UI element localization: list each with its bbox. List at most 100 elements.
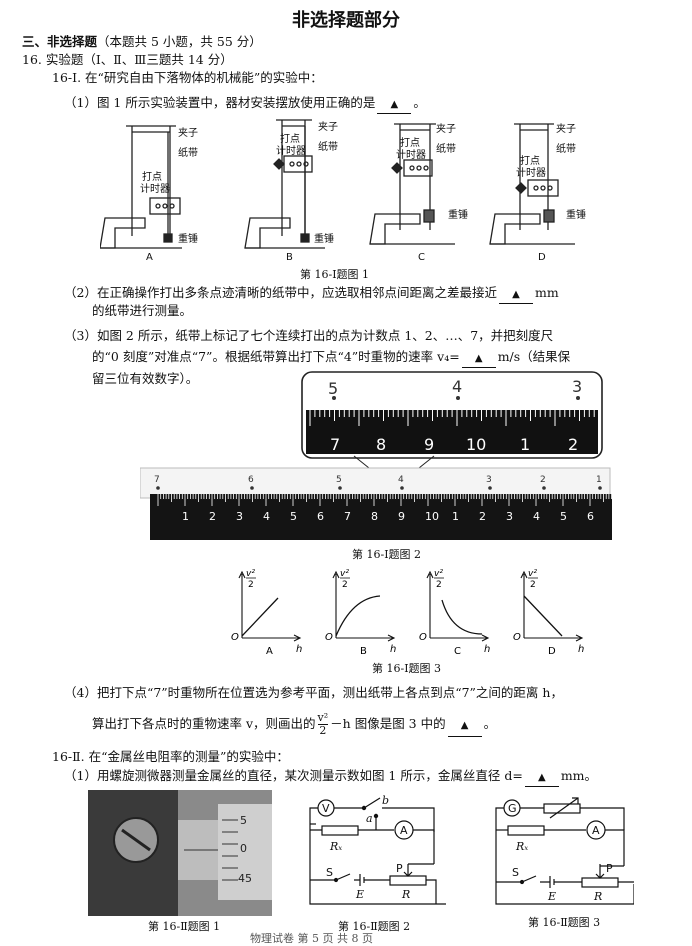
label-tape-d: 纸带 [556, 142, 576, 155]
part4-line1: （4）把打下点“7”时重物所在位置选为参考平面，测出纸带上各点到点“7”之间的距… [64, 685, 563, 700]
graph-ylabel-den: 2 [248, 580, 254, 590]
ruler-number: 6 [317, 510, 324, 523]
zoom-point-5: 5 [328, 379, 338, 398]
label-clip-c: 夹子 [436, 122, 456, 135]
label-tape-c: 纸带 [436, 142, 456, 155]
graph-ylabel-num: v² [434, 569, 443, 579]
part2-text: （2）在正确操作打出多条点迹清晰的纸带中，应选取相邻点间距离之差最接近 [64, 285, 497, 300]
section-label: 三、非选择题 [22, 34, 98, 49]
circuit-fig3: G A Rₓ S P E R [495, 797, 634, 905]
micrometer-0: 0 [240, 842, 247, 855]
graph-origin: O [419, 632, 427, 643]
blank-mark: ▲ [390, 99, 399, 110]
label-timer-b1: 打点 [280, 132, 300, 145]
graph-curve [523, 595, 563, 637]
apparatus-figure: 夹子 纸带 打点 计时器 重锤 夹子 纸带 打点 计时器 重锤 夹子 纸带 打点… [100, 119, 586, 263]
rheostat-r [389, 875, 427, 886]
ruler-number: 2 [479, 510, 486, 523]
label-rx-3: Rₓ [515, 840, 528, 853]
label-weight-a: 重锤 [178, 232, 198, 245]
ruler-number: 10 [425, 510, 439, 523]
label-a: A [400, 824, 408, 837]
fig2-caption: 第 16-Ⅰ题图 2 [352, 548, 422, 561]
graph-letter: C [454, 646, 461, 656]
q16-2-part1: （1）用螺旋测微器测量金属丝的直径，某次测量示数如图 1 所示，金属丝直径 d=… [64, 767, 597, 787]
apparatus-a [100, 125, 182, 249]
ruler-number: 3 [506, 510, 513, 523]
graph-xlabel: h [484, 644, 490, 655]
part1-text: （1）图 1 所示实验装置中，器材安装摆放使用正确的是 [64, 95, 376, 110]
blank-mark: ▲ [460, 720, 469, 731]
q16-2-part1-text: （1）用螺旋测微器测量金属丝的直径，某次测量示数如图 1 所示，金属丝直径 d= [64, 768, 523, 783]
micrometer-5: 5 [240, 814, 247, 827]
answer-blank-5[interactable]: ▲ [524, 767, 559, 787]
graph-letter: D [548, 646, 556, 656]
tape-dot [598, 486, 602, 490]
micrometer-45: 45 [238, 872, 252, 885]
fig1-caption: 第 16-Ⅰ题图 1 [300, 268, 370, 281]
answer-blank-3[interactable]: ▲ [461, 348, 496, 368]
zoom-dot [332, 396, 336, 400]
label-timer-c2: 计时器 [396, 148, 426, 161]
graph-origin: O [513, 632, 521, 643]
part3-unit: m/s（结果保 [497, 349, 571, 364]
label-weight-c: 重锤 [448, 208, 468, 221]
blank-mark: ▲ [474, 353, 483, 364]
q16-1-part1: （1）图 1 所示实验装置中，器材安装摆放使用正确的是▲。 [64, 94, 426, 114]
label-timer-c1: 打点 [400, 136, 420, 149]
label-timer-a1: 打点 [142, 170, 162, 183]
label-clip-a: 夹子 [178, 126, 198, 139]
tape-point-label: 1 [596, 475, 602, 485]
q16-2-fig1-caption: 第 16-Ⅱ题图 1 [148, 920, 221, 933]
tape-dot [400, 486, 404, 490]
tape-dot [542, 486, 546, 490]
tape-dot [156, 486, 160, 490]
ruler-number: 1 [452, 510, 459, 523]
graph-origin: O [325, 632, 333, 643]
blank-mark: ▲ [537, 772, 546, 783]
answer-blank-1[interactable]: ▲ [377, 94, 412, 114]
part2-line2: 的纸带进行测量。 [92, 303, 193, 318]
q16-2-fig3-caption: 第 16-Ⅱ题图 3 [528, 916, 601, 929]
q16-2-fig2-caption: 第 16-Ⅱ题图 2 [338, 920, 411, 933]
section-header: 三、非选择题（本题共 5 小题，共 55 分） [22, 33, 262, 50]
graph-origin: O [231, 632, 239, 643]
fraction-num: v² [317, 711, 329, 725]
zoom-ticks [309, 396, 595, 426]
part4-mid: －h 图像是图 3 中的 [330, 716, 446, 731]
label-weight-d: 重锤 [566, 208, 586, 221]
part3-line1: （3）如图 2 所示，纸带上标记了七个连续打出的点为计数点 1、2、…、7，并把… [64, 328, 554, 343]
ruler-number: 5 [290, 510, 297, 523]
zoom-num-7: 7 [330, 435, 340, 454]
label-clip-b: 夹子 [318, 120, 338, 133]
ruler-number: 6 [587, 510, 594, 523]
label-g: G [508, 802, 517, 815]
label-a-3: A [592, 824, 600, 837]
tape-dot [250, 486, 254, 490]
answer-blank-4[interactable]: ▲ [447, 714, 482, 737]
fraction-den: 2 [319, 724, 327, 737]
tape-point-label: 3 [486, 475, 492, 485]
graph-letter: A [266, 646, 273, 656]
label-v: V [322, 802, 330, 815]
label-tape-a: 纸带 [178, 146, 198, 159]
part3-line3: 留三位有效数字）。 [92, 371, 199, 386]
label-a-point: a [366, 812, 373, 825]
zoom-ruler [306, 410, 598, 454]
circuit-fig2: V A Rₓ a b S P E R [309, 794, 446, 905]
q16-2-part1-unit: mm。 [560, 768, 598, 783]
label-timer-b2: 计时器 [276, 144, 306, 157]
page-footer: 物理试卷 第 5 页 共 8 页 [250, 932, 373, 945]
zoom-point-3: 3 [572, 377, 582, 396]
label-r: R [401, 888, 410, 901]
ruler-number: 4 [263, 510, 270, 523]
zoom-num-10: 10 [466, 435, 486, 454]
ruler-number: 5 [560, 510, 567, 523]
answer-blank-2[interactable]: ▲ [498, 284, 533, 304]
label-e: E [355, 888, 364, 901]
